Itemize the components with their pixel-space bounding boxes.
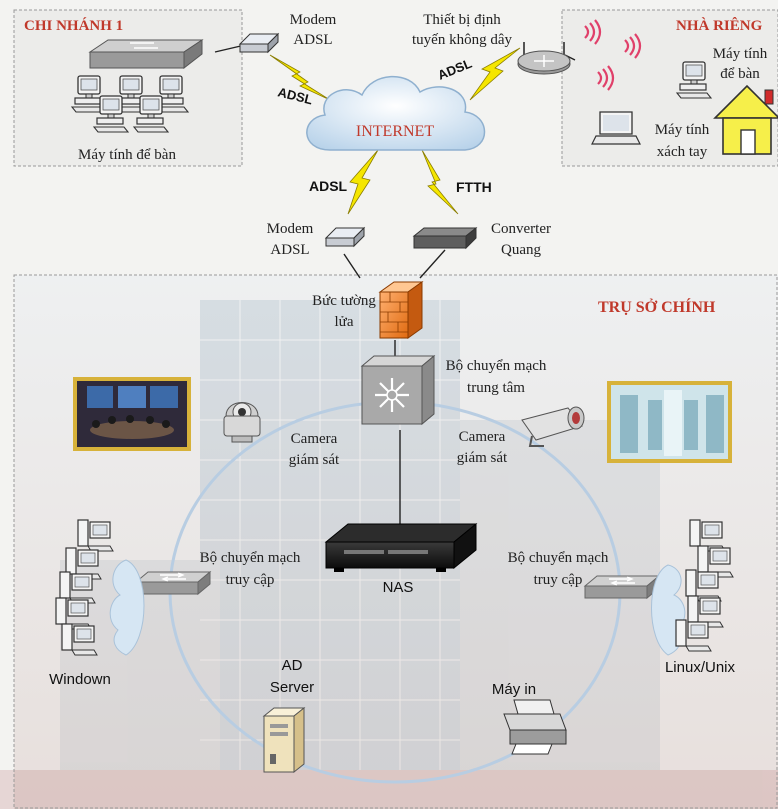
core-switch-label-2: trung tâm — [467, 380, 525, 396]
ad-server-label-1: AD — [282, 657, 303, 674]
home-desktop-label-2: để bàn — [720, 66, 760, 82]
lightning-icon — [421, 149, 459, 215]
modem-top-label-1: Modem — [290, 12, 337, 28]
access-left-label-2: truy cập — [226, 572, 275, 588]
house-icon — [713, 84, 778, 155]
hq-title: TRỤ SỞ CHÍNH — [598, 297, 716, 316]
cables — [214, 44, 576, 530]
camera-right-label-1: Camera — [459, 429, 506, 445]
home-title: NHÀ RIÊNG — [676, 17, 763, 34]
nas-label: NAS — [383, 579, 414, 596]
ftth-label: FTTH — [456, 179, 492, 195]
access-left-label-1: Bộ chuyển mạch — [200, 550, 301, 566]
internet-label: INTERNET — [356, 123, 434, 140]
printer-icon — [503, 699, 567, 755]
lan-cloud-left-icon — [109, 559, 145, 656]
access-right-label-1: Bộ chuyển mạch — [508, 550, 609, 566]
home-laptop-label-1: Máy tính — [655, 122, 710, 138]
bullet-camera-icon — [521, 406, 585, 447]
branch-switch-icon — [88, 39, 204, 70]
laptop-icon — [591, 111, 641, 145]
printer-label: Máy in — [492, 681, 536, 698]
internet-cloud-icon — [306, 75, 486, 151]
core-switch-label-1: Bộ chuyển mạch — [446, 358, 547, 374]
ad-server-label-2: Server — [270, 679, 314, 696]
modem-bottom-label-2: ADSL — [270, 242, 309, 258]
core-switch-icon — [360, 354, 436, 426]
server-room-photo — [607, 381, 732, 463]
camera-left-label-1: Camera — [291, 431, 338, 447]
branch-desktops-label: Máy tính để bàn — [78, 147, 176, 163]
modem-top-icon — [238, 32, 280, 54]
meeting-room-photo — [73, 377, 191, 451]
hq-region-box — [13, 274, 778, 809]
home-laptop-label-2: xách tay — [657, 144, 708, 160]
camera-right-label-2: giám sát — [457, 450, 508, 466]
router-label-1: Thiết bị định — [423, 12, 501, 28]
lightning-icon — [347, 149, 379, 215]
modem-bottom-label-1: Modem — [267, 221, 314, 237]
dome-camera-icon — [223, 402, 261, 443]
lightning-icon — [469, 47, 521, 101]
branch-title: CHI NHÁNH 1 — [24, 17, 123, 34]
adsl-hq-label: ADSL — [309, 178, 348, 194]
access-right-label-2: truy cập — [534, 572, 583, 588]
modem-top-label-2: ADSL — [293, 32, 332, 48]
nas-icon — [324, 522, 478, 572]
firewall-label-2: lửa — [335, 314, 354, 330]
wireless-router-icon — [517, 42, 571, 75]
access-switch-left-icon — [135, 571, 211, 595]
converter-icon — [412, 226, 478, 250]
converter-label-1: Converter — [491, 221, 551, 237]
camera-left-label-2: giám sát — [289, 452, 340, 468]
modem-bottom-icon — [324, 226, 366, 248]
firewall-icon — [378, 281, 424, 339]
windows-label: Windown — [49, 671, 111, 688]
ad-server-icon — [262, 706, 306, 774]
home-desktop-label-1: Máy tính — [713, 46, 768, 62]
router-label-2: tuyến không dây — [412, 32, 512, 48]
linux-label: Linux/Unix — [665, 659, 736, 676]
converter-label-2: Quang — [501, 242, 541, 258]
firewall-label-1: Bức tường — [312, 293, 376, 309]
access-switch-right-icon — [584, 575, 660, 599]
